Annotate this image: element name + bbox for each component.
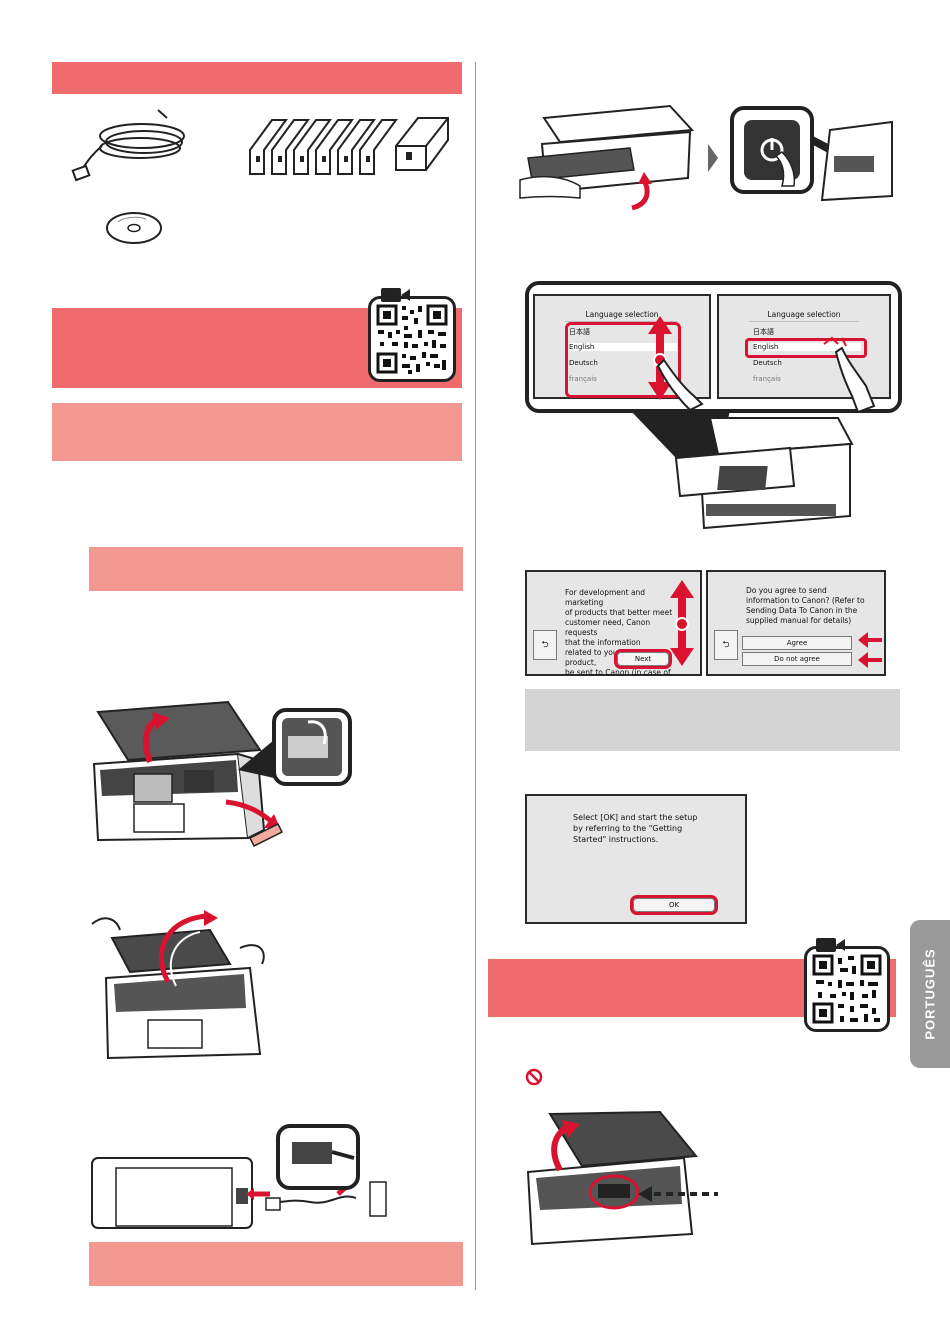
pointer-arrows-icon xyxy=(858,632,882,668)
prohibited-icon xyxy=(525,1068,543,1086)
printer-connect-power-illustration xyxy=(91,1124,387,1229)
qr-code-icon xyxy=(812,954,882,1024)
video-icon xyxy=(381,288,410,302)
printer-close-lid-illustration xyxy=(91,910,265,1060)
printer-power-on-illustration xyxy=(519,104,893,211)
qr-code-frame xyxy=(368,296,456,382)
lcd-divider xyxy=(749,321,859,322)
ok-button[interactable]: OK xyxy=(630,895,718,915)
lcd-language-screen-scroll: Language selection 日本語 English Deutsch f… xyxy=(533,294,711,399)
next-button[interactable]: Next xyxy=(614,649,672,669)
lcd-title: Language selection xyxy=(585,310,659,319)
column-divider xyxy=(475,62,476,1290)
qr-code-icon xyxy=(376,304,448,374)
agree-question-text: Do you agree to send information to Cano… xyxy=(746,586,865,625)
lcd-divider xyxy=(565,321,677,322)
ink-tanks-illustration xyxy=(249,117,449,175)
note-box xyxy=(525,689,900,751)
subsection-header-1 xyxy=(52,403,462,461)
finger-tap-icon xyxy=(823,336,876,414)
step-header-1 xyxy=(89,547,463,591)
printer-remove-tape-illustration xyxy=(92,700,352,848)
language-side-tab-label: PORTUGUÊS xyxy=(922,948,938,1040)
english-highlight xyxy=(745,338,867,358)
do-not-agree-button[interactable]: Do not agree xyxy=(742,652,852,666)
language-option-deutsch[interactable]: Deutsch xyxy=(569,359,598,367)
agree-button[interactable]: Agree xyxy=(742,636,852,650)
lcd-language-screen-select: Language selection 日本語 English Deutsch f… xyxy=(717,294,891,399)
language-option-english[interactable]: English xyxy=(753,343,861,351)
language-option-japanese[interactable]: 日本語 xyxy=(753,328,774,336)
language-option-francais[interactable]: français xyxy=(753,375,781,383)
lcd-ok-screen: Select [OK] and start the setup by refer… xyxy=(525,794,747,924)
language-side-tab: PORTUGUÊS xyxy=(910,920,950,1068)
printer-touchscreen-illustration xyxy=(630,410,854,530)
step-header-2 xyxy=(89,1242,463,1286)
lcd-data-collection-screen: ⮌ For development and marketing of produ… xyxy=(525,570,702,677)
lcd-title: Language selection xyxy=(767,310,841,319)
ok-instruction-text: Select [OK] and start the setup by refer… xyxy=(573,813,698,844)
finger-icon xyxy=(656,358,704,412)
setup-cd-illustration xyxy=(106,212,162,244)
scroll-highlight xyxy=(565,322,681,398)
back-button[interactable]: ⮌ xyxy=(714,630,738,660)
language-option-deutsch[interactable]: Deutsch xyxy=(753,359,782,367)
language-option-english[interactable]: English xyxy=(569,343,677,351)
data-collection-text: For development and marketing of product… xyxy=(565,588,673,677)
section-header-box-contents xyxy=(52,62,462,94)
qr-code-frame xyxy=(804,946,890,1032)
scroll-arrow-icon xyxy=(670,580,694,666)
printer-print-head-illustration xyxy=(526,1110,718,1246)
lcd-agree-screen: ⮌ Do you agree to send information to Ca… xyxy=(706,570,886,676)
language-option-japanese[interactable]: 日本語 xyxy=(569,328,590,336)
back-button[interactable]: ⮌ xyxy=(533,630,557,660)
video-icon xyxy=(816,938,845,952)
language-option-francais[interactable]: français xyxy=(569,375,597,383)
power-cord-illustration xyxy=(71,109,185,182)
